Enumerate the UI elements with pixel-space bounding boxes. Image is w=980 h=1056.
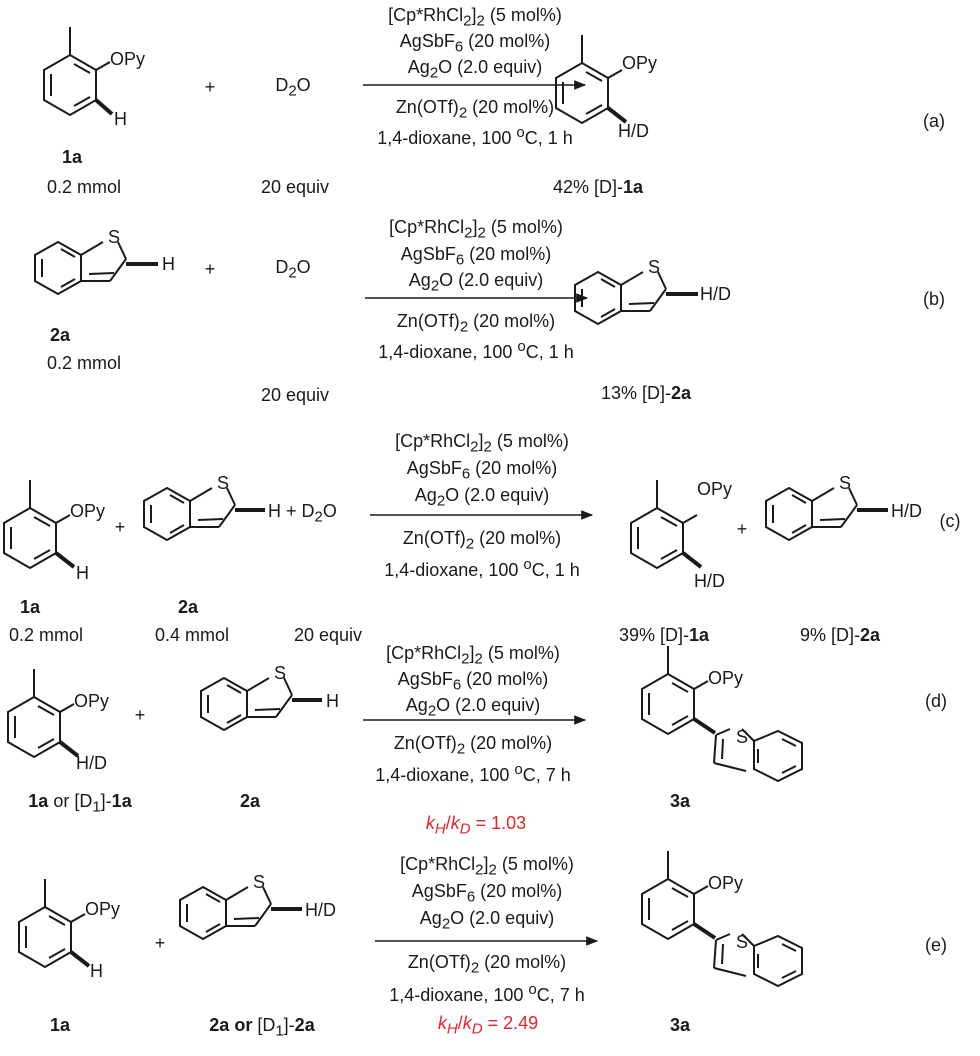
compound-label: 3a [669,1015,691,1035]
zn-line: Zn(OTf)2 (20 mol%) [395,97,555,122]
row-tag-a: (a) [923,111,945,131]
s-label: S [839,473,852,493]
solvent-line: 1,4-dioxane, 100 oC, 1 h [377,124,573,148]
plus-sign: + [736,519,748,539]
catalyst-line: [Cp*RhCl2]2 (5 mol%) [386,643,560,668]
compound-label: 1a [61,147,83,167]
opy-label: OPy [85,899,121,919]
compound-label: 2a or [D1]-2a [209,1015,315,1040]
opy-label: OPy [622,53,658,73]
h-label: H [326,691,339,711]
compound-label: 3a [669,791,691,811]
solvent-line: 1,4-dioxane, 100 oC, 1 h [384,556,580,580]
amount-label: 0.4 mmol [154,625,230,645]
compound-label: 1a [19,597,41,617]
yield-label: 42% [D]-1a [552,177,644,197]
s-label: S [217,473,230,493]
zn-line: Zn(OTf)2 (20 mol%) [393,733,553,758]
additive-line: AgSbF6 (20 mol%) [399,31,551,56]
hd-label: H/D [618,121,649,141]
d2o-label: D2O [275,75,311,100]
opy-label: OPy [708,668,744,688]
oxidant-line: Ag2O (2.0 equiv) [419,908,555,933]
compound-label: 1a [49,1015,71,1035]
catalyst-line: [Cp*RhCl2]2 (5 mol%) [395,431,569,456]
plus-sign: + [204,77,216,97]
compound-label: 2a [239,791,261,811]
yield-label-1a: 39% [D]-1a [618,625,710,645]
additive-line: AgSbF6 (20 mol%) [397,669,549,694]
row-a [43,26,628,124]
catalyst-line: [Cp*RhCl2]2 (5 mol%) [400,854,574,879]
h-plus-d2o-label: H + D2O [268,501,337,526]
s-label: S [274,663,287,683]
s-label: S [253,872,266,892]
equiv-label: 20 equiv [260,385,330,405]
compound-label: 2a [49,325,71,345]
yield-label: 13% [D]-2a [600,383,692,403]
zn-line: Zn(OTf)2 (20 mol%) [402,528,562,553]
plus-sign: + [114,517,126,537]
row-tag-e: (e) [925,935,947,955]
oxidant-line: Ag2O (2.0 equiv) [407,57,543,82]
oxidant-line: Ag2O (2.0 equiv) [408,270,544,295]
zn-line: Zn(OTf)2 (20 mol%) [396,311,556,336]
kie-value: kH/kD = 2.49 [437,1013,539,1038]
hd-label: H/D [700,284,731,304]
h-label: H [114,109,127,129]
catalyst-line: [Cp*RhCl2]2 (5 mol%) [389,217,563,242]
s-label: S [648,257,661,277]
hd-label: H/D [305,900,336,920]
additive-line: AgSbF6 (20 mol%) [406,458,558,483]
amount-label: 0.2 mmol [8,625,84,645]
s-label: S [736,727,749,747]
d2o-label: D2O [275,257,311,282]
hd-label: H/D [694,571,725,591]
hd-label: H/D [76,753,107,773]
amount-label: 0.2 mmol [46,177,122,197]
row-b [34,241,698,325]
opy-label: OPy [70,501,106,521]
equiv-label: 20 equiv [260,177,330,197]
compound-label: 2a [177,597,199,617]
oxidant-line: Ag2O (2.0 equiv) [414,485,550,510]
s-label: S [736,932,749,952]
amount-label: 0.2 mmol [46,353,122,373]
opy-label: OPy [708,873,744,893]
kie-value: kH/kD = 1.03 [425,813,527,838]
opy-label: OPy [697,479,733,499]
plus-sign: + [134,705,146,725]
h-label: H [90,961,103,981]
compound-label: 1a or [D1]-1a [28,791,132,816]
solvent-line: 1,4-dioxane, 100 oC, 7 h [375,761,571,785]
hd-label: H/D [891,501,922,521]
h-label: H [162,254,175,274]
s-label: S [108,227,121,247]
opy-label: OPy [110,49,146,69]
additive-line: AgSbF6 (20 mol%) [411,881,563,906]
equiv-label: 20 equiv [293,625,363,645]
solvent-line: 1,4-dioxane, 100 oC, 7 h [389,981,585,1005]
plus-sign: + [204,259,216,279]
solvent-line: 1,4-dioxane, 100 oC, 1 h [378,338,574,362]
row-d [7,645,803,782]
catalyst-line: [Cp*RhCl2]2 (5 mol%) [388,5,562,30]
row-tag-d: (d) [925,691,947,711]
oxidant-line: Ag2O (2.0 equiv) [405,695,541,720]
zn-line: Zn(OTf)2 (20 mol%) [407,952,567,977]
row-e [18,850,803,987]
additive-line: AgSbF6 (20 mol%) [400,244,552,269]
row-tag-c: (c) [939,511,961,531]
h-label: H [76,563,89,583]
yield-label-2a: 9% [D]-2a [799,625,881,645]
row-tag-b: (b) [923,289,945,309]
plus-sign: + [154,933,166,953]
row-c [3,479,888,569]
opy-label: OPy [74,691,110,711]
